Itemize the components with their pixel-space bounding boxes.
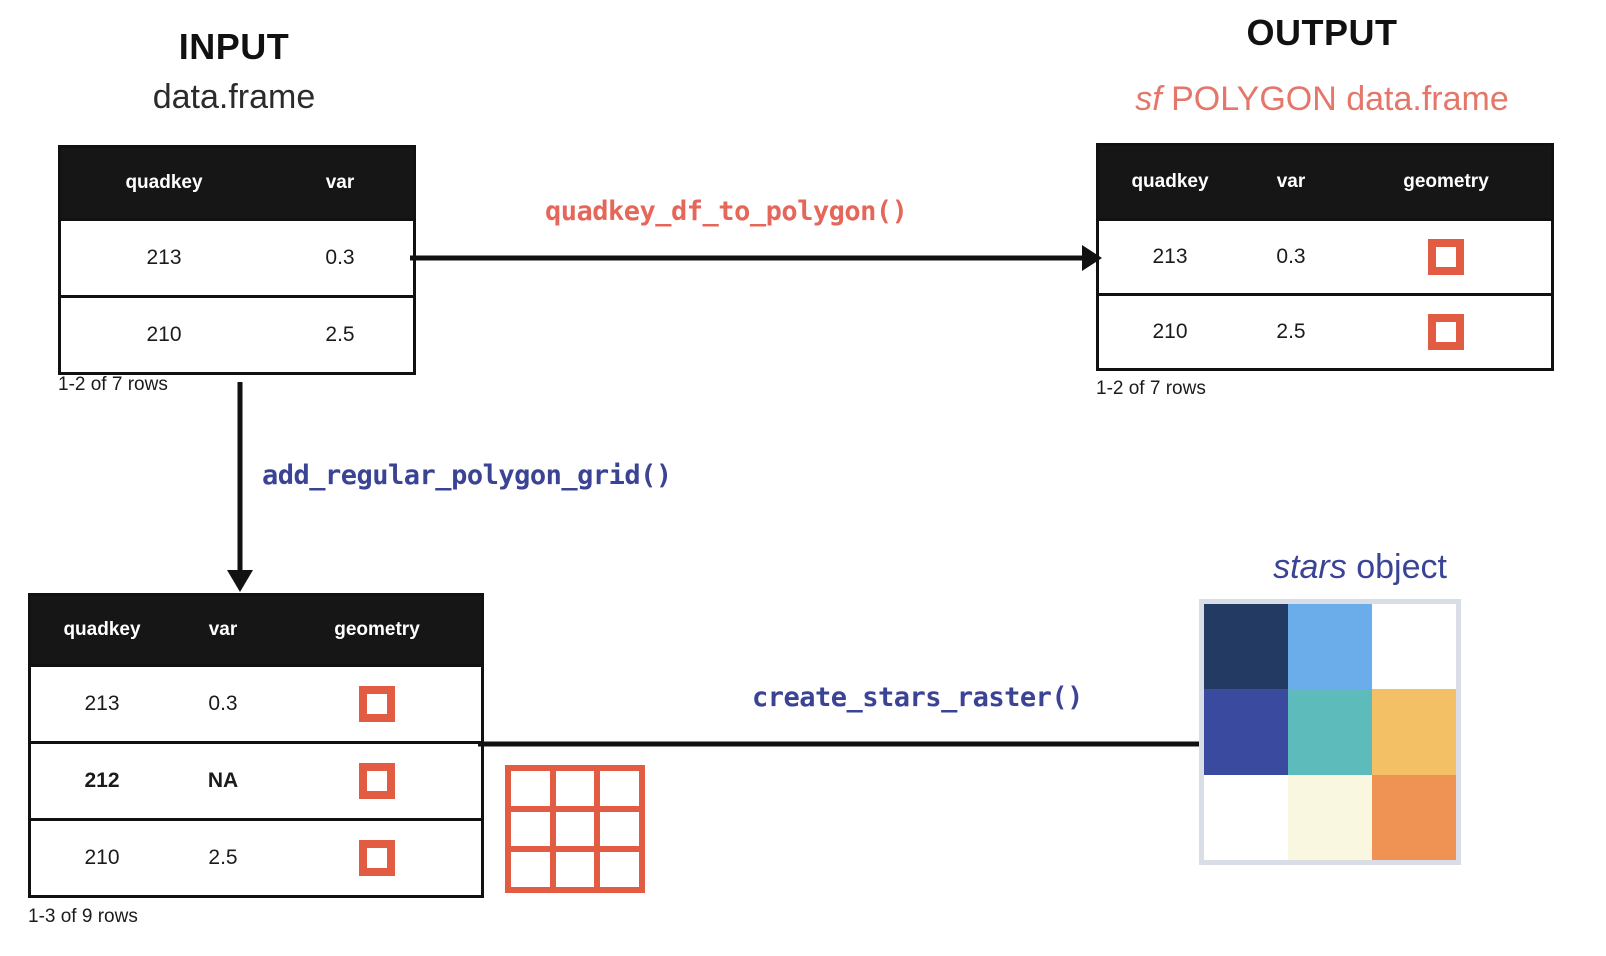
table-header-row: quadkey var	[59, 146, 415, 220]
polygon-square-icon	[359, 686, 395, 722]
grid-cell	[511, 771, 550, 806]
raster-cell	[1372, 774, 1456, 860]
cell-var: NA	[173, 741, 273, 820]
cell-var: 0.3	[267, 218, 415, 297]
polygon-square-icon	[359, 763, 395, 799]
cell-var: 2.5	[267, 295, 415, 374]
stars-object-label-italic: stars	[1273, 548, 1347, 586]
cell-geometry	[1341, 293, 1553, 370]
stars-raster	[1199, 599, 1461, 865]
cell-quadkey: 210	[59, 295, 267, 374]
column-header-var: var	[173, 594, 273, 666]
table-row: 210 2.5	[1097, 293, 1553, 370]
output-table: quadkey var geometry 213 0.3 210 2.5	[1096, 143, 1554, 371]
cell-quadkey: 213	[29, 664, 173, 743]
table-header-row: quadkey var geometry	[1097, 144, 1553, 220]
cell-quadkey: 210	[29, 818, 173, 897]
grid-table-rowcount: 1-3 of 9 rows	[28, 906, 138, 927]
function-label-create-stars-raster: create_stars_raster()	[752, 682, 1083, 713]
column-header-quadkey: quadkey	[59, 146, 267, 220]
column-header-geometry: geometry	[273, 594, 483, 666]
function-label-quadkey-df-to-polygon: quadkey_df_to_polygon()	[545, 196, 908, 227]
column-header-var: var	[1241, 144, 1341, 220]
arrow-input-to-output	[410, 245, 1102, 271]
output-subtitle-rest: POLYGON data.frame	[1161, 80, 1509, 118]
raster-cell	[1204, 774, 1288, 860]
polygon-grid-preview	[505, 765, 645, 893]
cell-var: 2.5	[173, 818, 273, 897]
cell-geometry	[273, 664, 483, 743]
input-table: quadkey var 213 0.3 210 2.5	[58, 145, 416, 375]
grid-cell	[555, 852, 595, 887]
grid-cell	[511, 852, 550, 887]
cell-var: 2.5	[1241, 293, 1341, 370]
cell-quadkey: 210	[1097, 293, 1241, 370]
output-subtitle: sf POLYGON data.frame	[1096, 80, 1548, 119]
table-row: 210 2.5	[59, 295, 415, 374]
raster-cell	[1288, 604, 1372, 690]
grid-cell	[511, 811, 550, 847]
polygon-square-icon	[1428, 239, 1464, 275]
input-table-rowcount: 1-2 of 7 rows	[58, 374, 168, 395]
stars-object-label-rest: object	[1346, 548, 1447, 586]
raster-cell	[1288, 689, 1372, 775]
raster-cell	[1288, 774, 1372, 860]
table-row: 213 0.3	[1097, 218, 1553, 295]
column-header-geometry: geometry	[1341, 144, 1553, 220]
cell-quadkey: 213	[59, 218, 267, 297]
column-header-var: var	[267, 146, 415, 220]
function-label-add-regular-polygon-grid: add_regular_polygon_grid()	[262, 460, 672, 491]
input-subtitle: data.frame	[152, 78, 316, 116]
grid-cell	[555, 811, 595, 847]
raster-cell	[1372, 604, 1456, 690]
output-table-rowcount: 1-2 of 7 rows	[1096, 378, 1206, 399]
cell-geometry	[1341, 218, 1553, 295]
column-header-quadkey: quadkey	[1097, 144, 1241, 220]
polygon-grid-table: quadkey var geometry 213 0.3 212 NA	[28, 593, 484, 898]
output-subtitle-italic: sf	[1135, 80, 1162, 118]
table-header-row: quadkey var geometry	[29, 594, 483, 666]
input-title: INPUT	[178, 26, 290, 67]
arrow-grid-table-to-stars	[478, 731, 1220, 757]
cell-geometry	[273, 741, 483, 820]
polygon-square-icon	[359, 840, 395, 876]
table-row: 210 2.5	[29, 818, 483, 897]
grid-cell	[600, 852, 639, 887]
polygon-square-icon	[1428, 314, 1464, 350]
column-header-quadkey: quadkey	[29, 594, 173, 666]
table-row: 213 0.3	[29, 664, 483, 743]
grid-cell	[600, 771, 639, 806]
arrow-input-to-grid-table	[227, 382, 253, 592]
cell-quadkey: 212	[29, 741, 173, 820]
grid-cell	[555, 771, 595, 806]
stars-object-label: stars object	[1165, 548, 1555, 587]
table-row: 212 NA	[29, 741, 483, 820]
cell-var: 0.3	[173, 664, 273, 743]
output-title: OUTPUT	[1246, 12, 1398, 53]
cell-geometry	[273, 818, 483, 897]
table-row: 213 0.3	[59, 218, 415, 297]
raster-cell	[1204, 604, 1288, 690]
grid-cell	[600, 811, 639, 847]
cell-quadkey: 213	[1097, 218, 1241, 295]
cell-var: 0.3	[1241, 218, 1341, 295]
raster-cell	[1372, 689, 1456, 775]
raster-cell	[1204, 689, 1288, 775]
